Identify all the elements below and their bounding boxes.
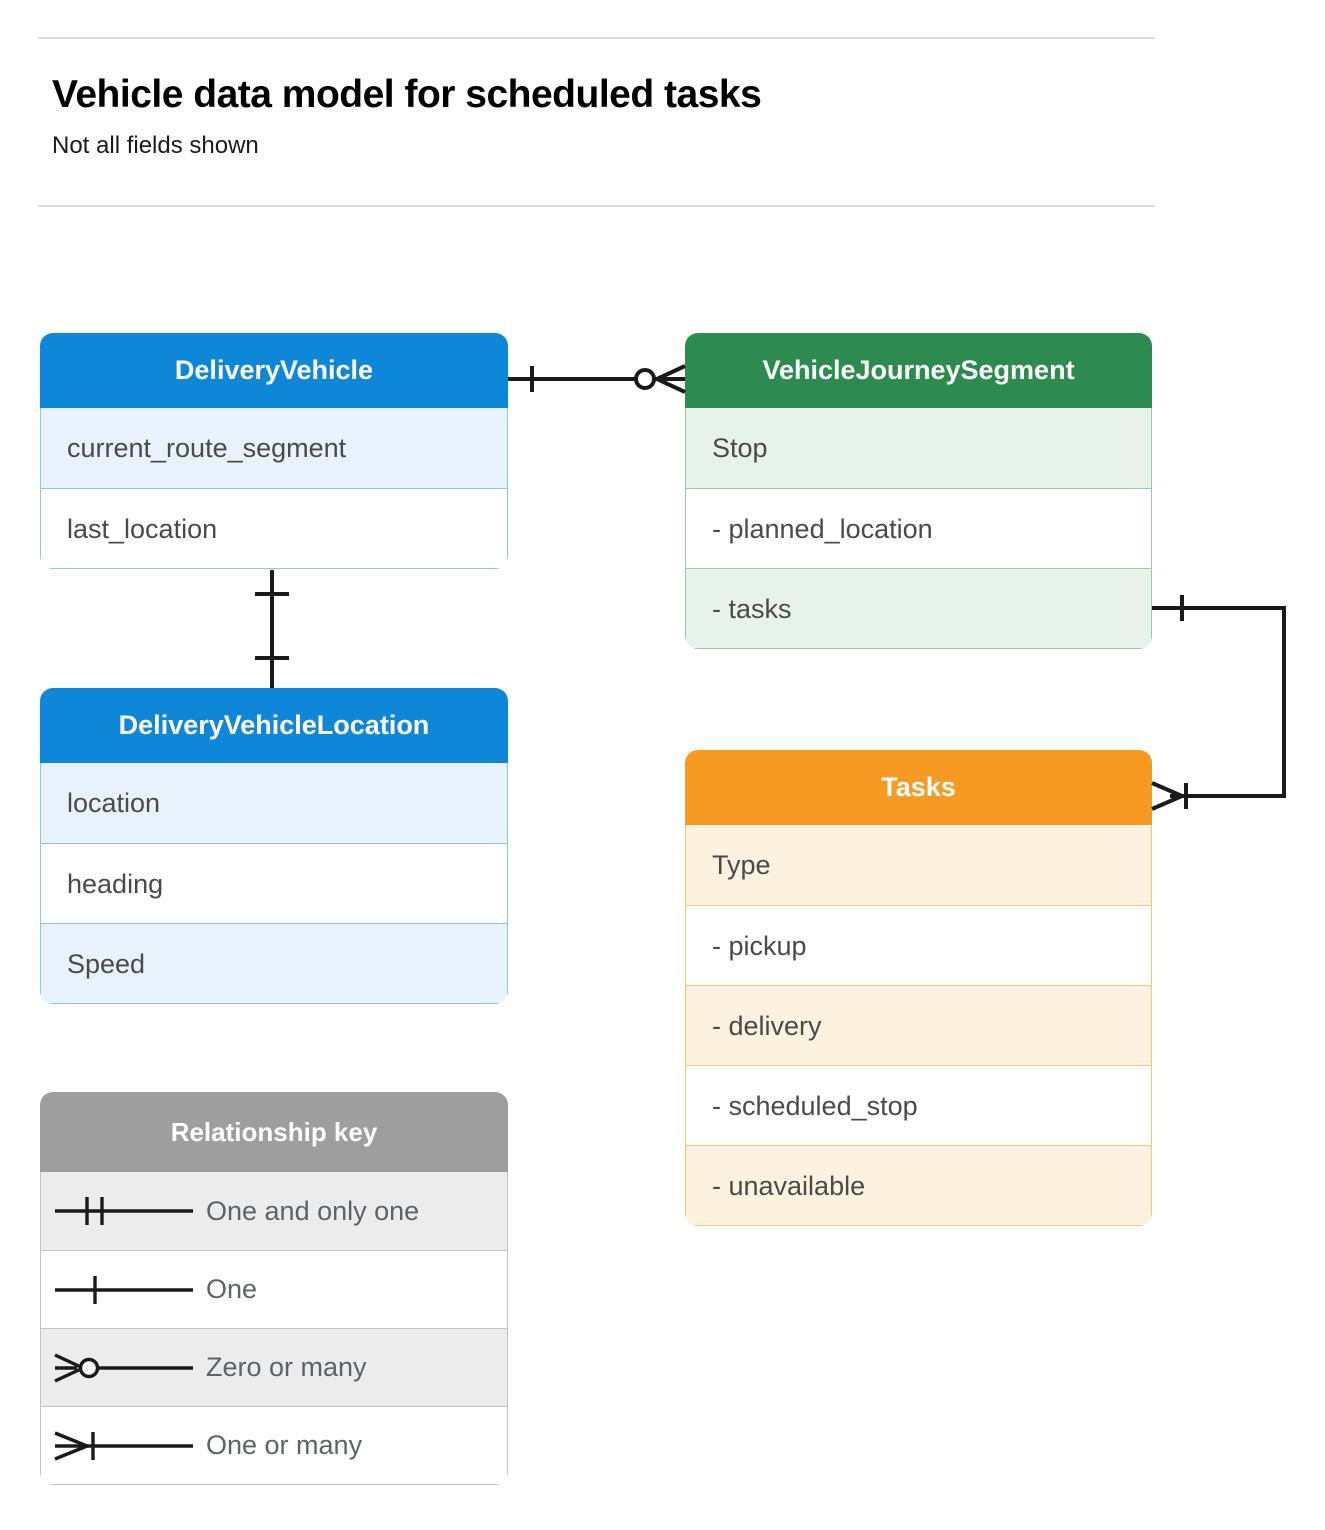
- header-divider-bottom: [38, 205, 1155, 207]
- entity-field: - delivery: [686, 985, 1151, 1065]
- legend-item-zero-or-many: Zero or many: [41, 1328, 507, 1406]
- page-title: Vehicle data model for scheduled tasks: [52, 73, 762, 116]
- header-divider-top: [38, 37, 1155, 39]
- entity-field: - pickup: [686, 905, 1151, 985]
- entity-delivery-vehicle-location[interactable]: DeliveryVehicleLocation location heading…: [40, 688, 508, 1004]
- one-icon: [41, 1251, 206, 1328]
- legend-item-label: One or many: [206, 1430, 363, 1460]
- one-or-many-icon: [41, 1407, 206, 1484]
- entity-field-list: location heading Speed: [40, 763, 508, 1004]
- entity-title: VehicleJourneySegment: [685, 333, 1152, 408]
- entity-field: last_location: [41, 488, 507, 568]
- entity-tasks[interactable]: Tasks Type - pickup - delivery - schedul…: [685, 750, 1152, 1226]
- legend-item-label: Zero or many: [206, 1352, 367, 1382]
- entity-title: Tasks: [685, 750, 1152, 825]
- relationship-key-legend: Relationship key One and only one: [40, 1092, 508, 1485]
- connector-vehicle-to-journey-segment: [508, 364, 686, 394]
- legend-item-one: One: [41, 1250, 507, 1328]
- entity-title: DeliveryVehicleLocation: [40, 688, 508, 763]
- entity-delivery-vehicle[interactable]: DeliveryVehicle current_route_segment la…: [40, 333, 508, 569]
- entity-field: heading: [41, 843, 507, 923]
- connector-journey-segment-tasks-to-tasks: [1151, 595, 1286, 811]
- zero-or-many-icon: [41, 1329, 206, 1406]
- entity-field: - planned_location: [686, 488, 1151, 568]
- one-and-only-one-icon: [41, 1172, 206, 1250]
- entity-field: current_route_segment: [41, 408, 507, 488]
- legend-item-one-or-many: One or many: [41, 1406, 507, 1484]
- legend-item-label: One: [206, 1274, 258, 1304]
- entity-field: - tasks: [686, 568, 1151, 648]
- entity-field-list: current_route_segment last_location: [40, 408, 508, 569]
- page-subtitle: Not all fields shown: [52, 132, 259, 159]
- entity-field: Type: [686, 825, 1151, 905]
- entity-vehicle-journey-segment[interactable]: VehicleJourneySegment Stop - planned_loc…: [685, 333, 1152, 649]
- legend-title: Relationship key: [40, 1092, 508, 1172]
- legend-item-label: One and only one: [206, 1195, 420, 1226]
- entity-field-list: Type - pickup - delivery - scheduled_sto…: [685, 825, 1152, 1226]
- legend-item-one-and-only-one: One and only one: [41, 1172, 507, 1250]
- entity-title: DeliveryVehicle: [40, 333, 508, 408]
- entity-field: Stop: [686, 408, 1151, 488]
- connector-vehicle-to-vehicle-location: [255, 570, 289, 688]
- entity-field: location: [41, 763, 507, 843]
- entity-field: - unavailable: [686, 1145, 1151, 1225]
- entity-field: Speed: [41, 923, 507, 1003]
- legend-row-list: One and only one One: [40, 1172, 508, 1485]
- entity-field: - scheduled_stop: [686, 1065, 1151, 1145]
- entity-field-list: Stop - planned_location - tasks: [685, 408, 1152, 649]
